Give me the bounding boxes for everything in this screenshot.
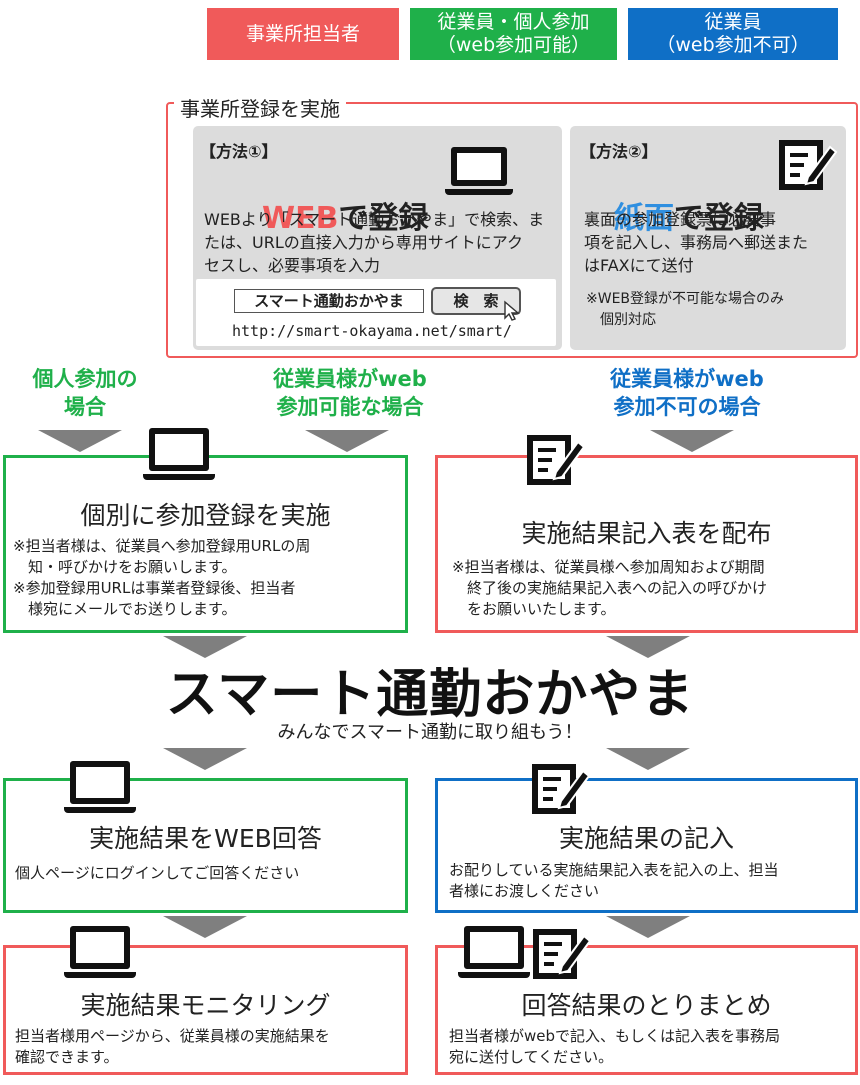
form-edit-icon (533, 929, 592, 979)
arrow-step2-left (163, 916, 247, 938)
method1-tag: 【方法①】 (200, 142, 278, 161)
legend-employee-no-web: 従業員 （web参加不可） (628, 8, 838, 60)
form-edit-icon (779, 140, 838, 190)
step1-right-box: 実施結果記入表を配布 ※担当者様は、従業員様へ参加周知および期間 終了後の実施結… (435, 435, 858, 633)
method2-heading-rest: で登録 (674, 201, 764, 236)
arrow-step2-right (606, 916, 690, 938)
step1-left-body: ※担当者様は、従業員へ参加登録用URLの周 知・呼びかけをお願いします。 ※参加… (13, 537, 311, 618)
method1-heading-accent: WEB (262, 201, 339, 236)
site-url[interactable]: http://smart-okayama.net/smart/ (232, 322, 512, 340)
registration-title: 事業所登録を実施 (174, 93, 346, 122)
step2-left-body: 個人ページにログインしてご回答ください (15, 864, 300, 882)
legend-staff: 事業所担当者 (207, 8, 399, 60)
search-input[interactable]: スマート通勤おかやま (234, 289, 424, 313)
method2-body: 裏面の参加登録票に必要事 項を記入し、事務局へ郵送また はFAXにて送付 (584, 210, 809, 275)
laptop-icon (445, 147, 513, 195)
method1-heading: WEBで登録 (262, 158, 428, 237)
method1-heading-rest: で登録 (338, 201, 429, 236)
laptop-icon (64, 926, 136, 978)
form-edit-icon (527, 435, 586, 485)
method2-note: ※WEB登録が不可能な場合のみ 個別対応 (586, 291, 785, 328)
step3-left-body: 担当者様用ページから、従業員様の実施結果を 確認できます。 (15, 1027, 330, 1066)
laptop-icon (143, 428, 215, 480)
step3-right-box: 回答結果のとりまとめ 担当者様がwebで記入、もしくは記入表を事務局 宛に送付し… (435, 926, 858, 1075)
method1-body: WEBより「スマート通勤おかやま」で検索、ま たは、URLの直接入力から専用サイ… (204, 210, 545, 275)
arrow-web-ng (650, 430, 734, 452)
arrow-brand-left (163, 748, 247, 770)
brand-slogan: みんなでスマート通勤に取り組もう！ (277, 722, 583, 743)
category-individual: 個人参加の 場合 (32, 367, 138, 419)
step3-right-body: 担当者様がwebで記入、もしくは記入表を事務局 宛に送付してください。 (449, 1027, 781, 1066)
step1-left-box: 個別に参加登録を実施 ※担当者様は、従業員へ参加登録用URLの周 知・呼びかけを… (3, 428, 408, 633)
legend-individual-web: 従業員・個人参加 （web参加可能） (410, 8, 617, 60)
step2-left-box: 実施結果をWEB回答 個人ページにログインしてご回答ください (3, 761, 408, 913)
step1-right-body: ※担当者様は、従業員様へ参加周知および期間 終了後の実施結果記入表への記入の呼び… (452, 558, 768, 618)
category-web-ng: 従業員様がweb 参加不可の場合 (610, 367, 764, 419)
step3-left-title: 実施結果モニタリング (80, 991, 331, 1020)
category-web-ok: 従業員様がweb 参加可能な場合 (273, 367, 427, 419)
arrow-web-ok (305, 430, 389, 452)
method2-tag: 【方法②】 (580, 142, 658, 161)
laptop-icon (64, 761, 136, 813)
search-button[interactable]: 検 索 (431, 287, 521, 315)
step1-left-title: 個別に参加登録を実施 (80, 501, 331, 530)
step3-left-box: 実施結果モニタリング 担当者様用ページから、従業員様の実施結果を 確認できます。 (3, 926, 408, 1075)
laptop-icon (458, 926, 530, 978)
arrow-individual (38, 430, 122, 452)
method2-heading: 紙面で登録 (614, 158, 764, 237)
step2-right-body: お配りしている実施結果記入表を記入の上、担当 者様にお渡しください (449, 861, 779, 900)
cursor-icon (504, 300, 520, 321)
method2-heading-accent: 紙面 (614, 201, 674, 236)
form-edit-icon (532, 764, 591, 814)
step2-left-title: 実施結果をWEB回答 (89, 824, 322, 853)
step3-right-title: 回答結果のとりまとめ (521, 991, 772, 1020)
step1-right-title: 実施結果記入表を配布 (521, 519, 772, 548)
arrow-step1-right (606, 636, 690, 658)
step2-right-box: 実施結果の記入 お配りしている実施結果記入表を記入の上、担当 者様にお渡しくださ… (435, 764, 858, 913)
brand-logo: スマート通勤おかやま (165, 665, 695, 725)
arrow-step1-left (163, 636, 247, 658)
arrow-brand-right (606, 748, 690, 770)
step2-right-title: 実施結果の記入 (558, 824, 734, 853)
